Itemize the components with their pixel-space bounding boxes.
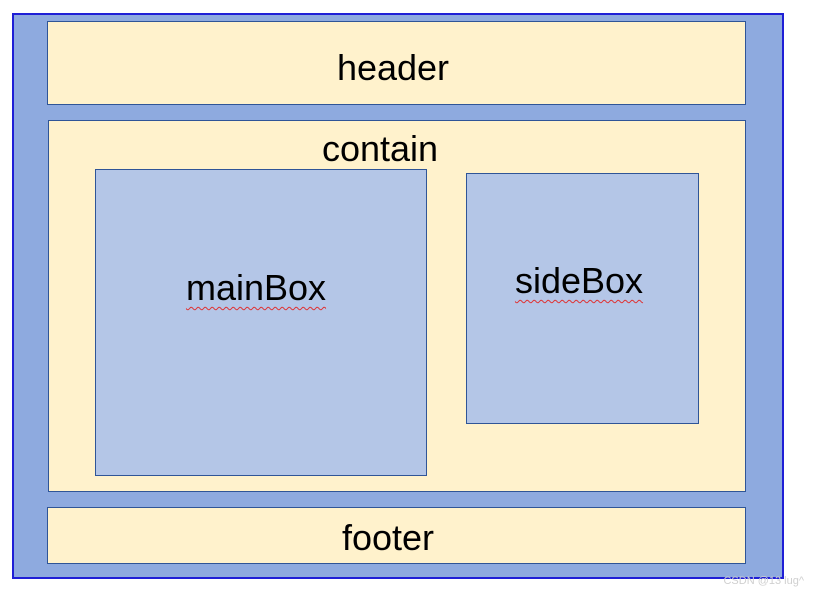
header-box [47,21,746,105]
contain-label: contain [321,128,439,169]
side-box [466,173,699,424]
watermark: CSDN @13 lug^ [723,575,804,587]
side-box-label: sideBox [514,260,644,301]
main-box-label: mainBox [185,267,327,308]
header-label: header [336,47,450,88]
footer-label: footer [341,517,435,558]
footer-box [47,507,746,564]
main-box [95,169,427,476]
